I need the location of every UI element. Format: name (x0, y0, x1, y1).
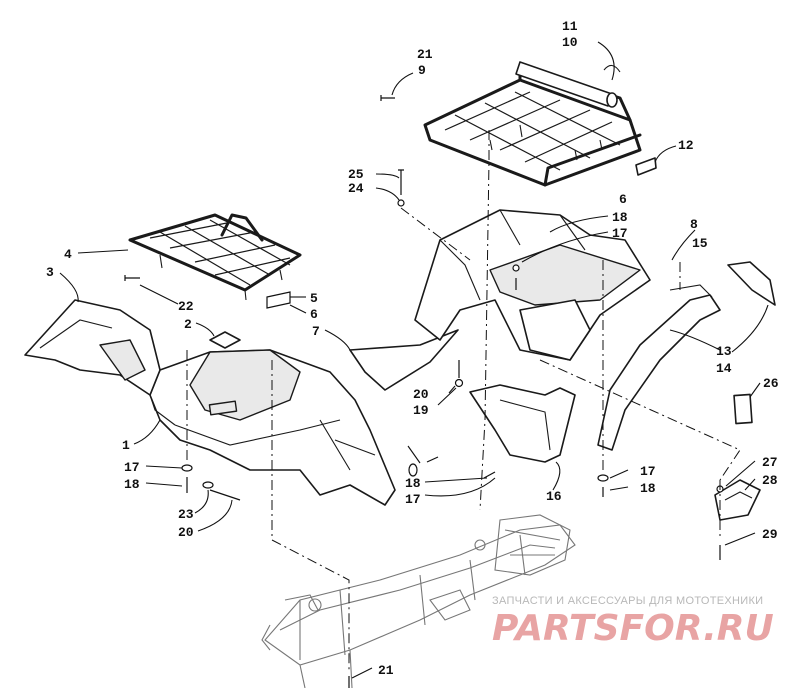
vehicle-frame (261, 514, 576, 688)
callout-2: 2 (184, 317, 192, 332)
callout-12: 12 (678, 138, 694, 153)
mud-guard (469, 384, 576, 463)
rear-flap (727, 261, 776, 306)
watermark-logo: PARTSFOR.RU (492, 608, 774, 649)
callout-16: 16 (546, 489, 562, 504)
callout-29: 29 (762, 527, 778, 542)
callout-9: 9 (418, 63, 426, 78)
callout-3: 3 (46, 265, 54, 280)
callout-10: 10 (562, 35, 578, 50)
callout-22: 22 (178, 299, 194, 314)
callout-19: 19 (413, 403, 429, 418)
callout-18b: 18 (124, 477, 140, 492)
callout-28: 28 (762, 473, 778, 488)
rear-reflector (733, 393, 753, 425)
callout-18d: 18 (640, 481, 656, 496)
callout-11: 11 (562, 19, 578, 34)
callout-21b: 21 (378, 663, 394, 678)
callout-25: 25 (348, 167, 364, 182)
callout-13: 13 (716, 344, 732, 359)
callout-21a: 21 (417, 47, 433, 62)
watermark: ЗАПЧАСТИ И АКСЕССУАРЫ ДЛЯ МОТОТЕХНИКИ PA… (492, 595, 774, 649)
callout-4: 4 (64, 247, 72, 262)
callout-15: 15 (692, 236, 708, 251)
watermark-tagline: ЗАПЧАСТИ И АКСЕССУАРЫ ДЛЯ МОТОТЕХНИКИ (492, 595, 763, 607)
callout-20b: 20 (178, 525, 194, 540)
callout-14: 14 (716, 361, 732, 376)
callout-6b: 6 (310, 307, 318, 322)
rack-handle-grip (515, 61, 618, 108)
callout-labels: 21 9 11 10 12 6 25 24 18 17 8 15 4 3 22 … (46, 19, 779, 678)
callout-17b: 17 (124, 460, 140, 475)
front-rack (128, 213, 302, 301)
callout-1: 1 (122, 438, 130, 453)
callout-18c: 18 (405, 476, 421, 491)
rear-flare (597, 284, 721, 451)
callout-18a: 18 (612, 210, 628, 225)
callout-26: 26 (763, 376, 779, 391)
callout-23: 23 (178, 507, 194, 522)
callout-27: 27 (762, 455, 778, 470)
decal-plate (209, 331, 241, 349)
callout-17a: 17 (612, 226, 628, 241)
grip-cap (603, 64, 621, 73)
front-flap (24, 299, 161, 396)
callout-17d: 17 (640, 464, 656, 479)
callout-17c: 17 (405, 492, 421, 507)
bracket-block (714, 479, 761, 521)
leader-lines (59, 41, 769, 679)
rear-rack (423, 64, 642, 187)
callout-6a: 6 (619, 192, 627, 207)
callout-5: 5 (310, 291, 318, 306)
reflector-bracket (635, 157, 657, 176)
side-decal (349, 329, 459, 391)
callout-20a: 20 (413, 387, 429, 402)
hardware (124, 95, 724, 688)
center-lines (186, 130, 741, 672)
callout-24: 24 (348, 181, 364, 196)
callout-7: 7 (312, 324, 320, 339)
callout-8: 8 (690, 217, 698, 232)
